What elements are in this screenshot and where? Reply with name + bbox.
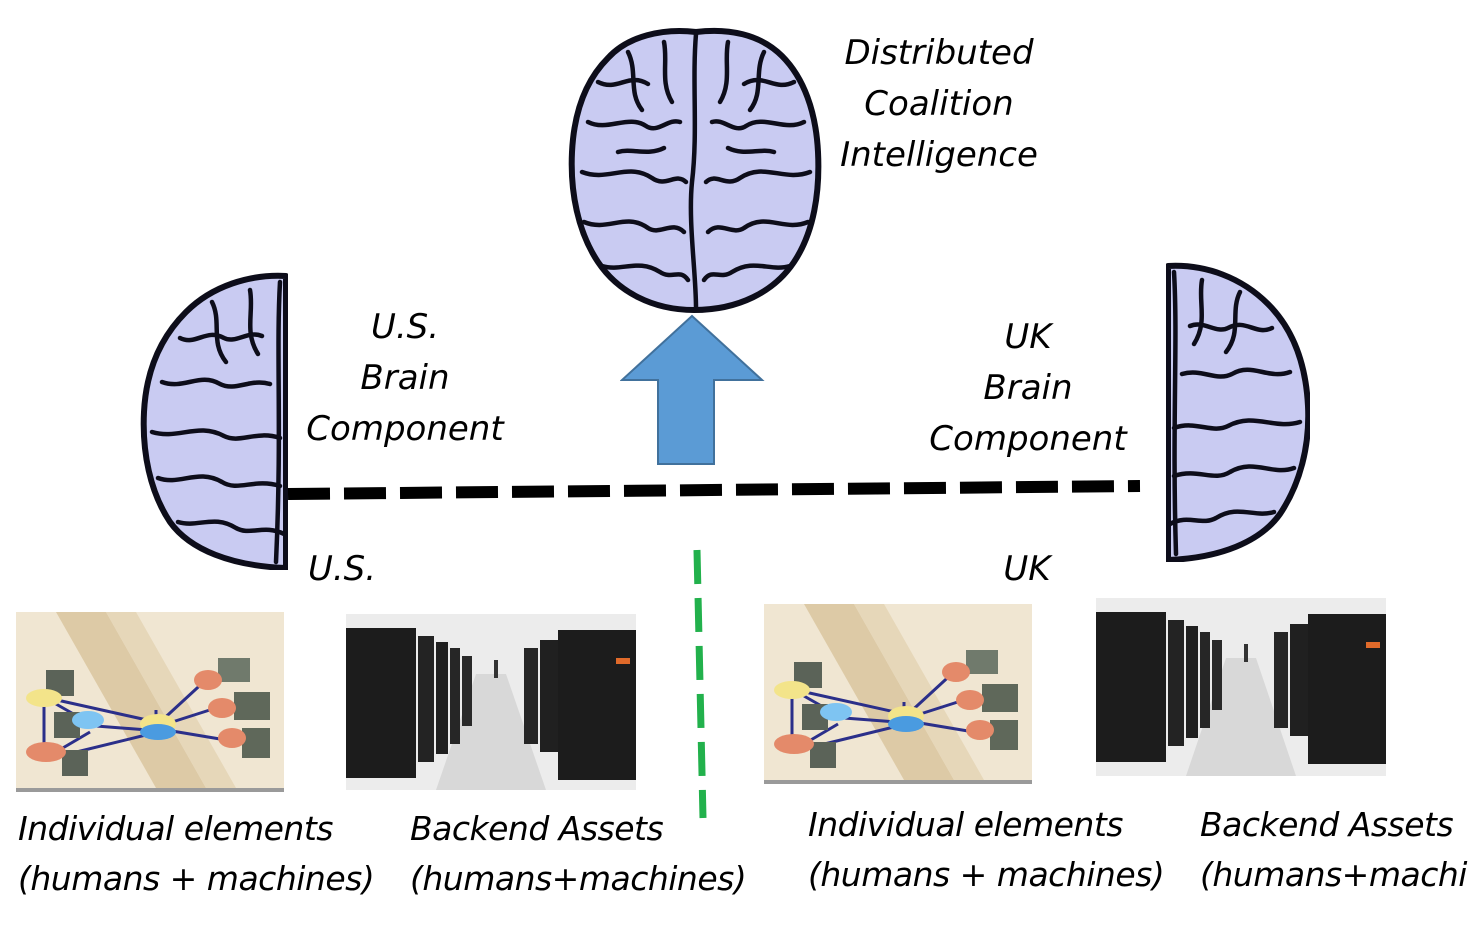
us-brain-line-1: U.S. (370, 307, 440, 347)
uk-individual-elements-image (764, 604, 1032, 784)
us-backend-assets-caption: Backend Assets (humans+machines) (410, 804, 747, 904)
us-individual-line-1: Individual elements (18, 809, 333, 848)
central-brain-icon (568, 27, 822, 313)
us-brain-icon (140, 272, 288, 570)
horizontal-dashed-divider (287, 480, 1141, 500)
vertical-dashed-divider (693, 549, 707, 819)
us-backend-line-1: Backend Assets (410, 809, 664, 848)
us-region-label: U.S. (307, 549, 377, 589)
uk-individual-line-1: Individual elements (808, 805, 1123, 844)
uk-backend-line-1: Backend Assets (1200, 805, 1454, 844)
uk-backend-assets-image (1096, 598, 1386, 776)
us-brain-line-2: Brain (360, 358, 450, 398)
us-backend-assets-image (346, 614, 636, 790)
us-backend-line-2: (humans+machines) (410, 859, 747, 898)
uk-individual-line-2: (humans + machines) (808, 855, 1165, 894)
uk-individual-elements-caption: Individual elements (humans + machines) (808, 800, 1165, 900)
us-individual-elements-caption: Individual elements (humans + machines) (18, 804, 375, 904)
us-brain-line-3: Component (306, 409, 504, 449)
us-individual-elements-image (16, 612, 284, 792)
uk-brain-line-3: Component (929, 419, 1127, 459)
uk-brain-component-label: UK Brain Component (922, 312, 1134, 465)
distributed-coalition-intelligence-label: Distributed Coalition Intelligence (834, 28, 1044, 181)
uk-backend-line-2: (humans+machi (1200, 855, 1467, 894)
us-individual-line-2: (humans + machines) (18, 859, 375, 898)
uk-backend-assets-caption: Backend Assets (humans+machi (1200, 800, 1467, 900)
uk-brain-icon (1166, 262, 1310, 562)
uk-brain-line-2: Brain (983, 368, 1073, 408)
uk-region-label: UK (1003, 549, 1051, 589)
title-line-3: Intelligence (840, 135, 1038, 175)
title-line-2: Coalition (864, 84, 1014, 124)
up-arrow-icon (620, 314, 765, 465)
uk-brain-line-1: UK (1004, 317, 1052, 357)
title-line-1: Distributed (844, 33, 1034, 73)
us-brain-component-label: U.S. Brain Component (300, 302, 510, 455)
